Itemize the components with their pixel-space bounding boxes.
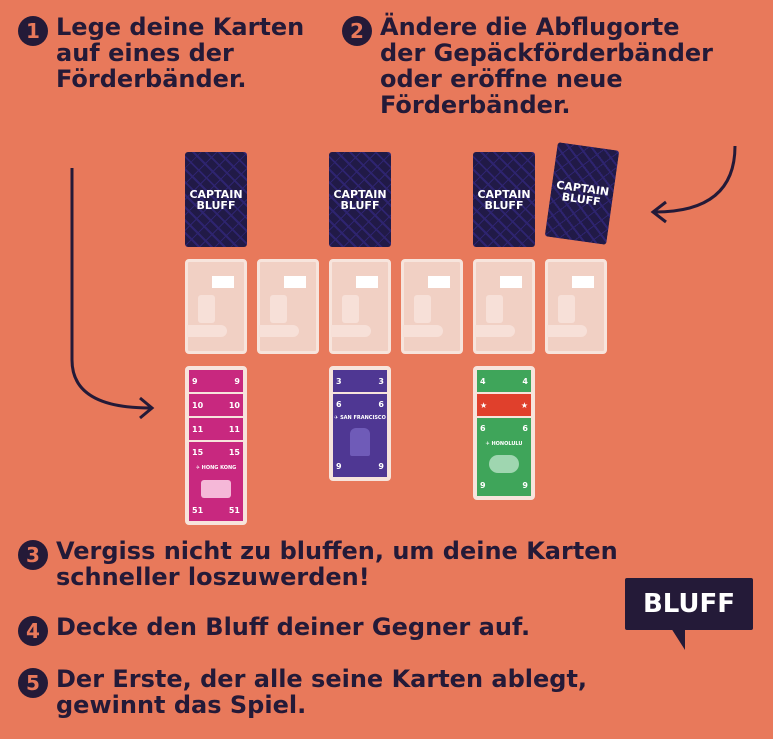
card-logo: CAPTAIN [333, 187, 387, 201]
conveyor-icon [187, 325, 227, 337]
conveyor-card[interactable] [473, 259, 535, 354]
city-label: ✈ SAN FRANCISCO [334, 415, 386, 422]
step-number: 1 [18, 16, 48, 46]
conveyor-card[interactable] [185, 259, 247, 354]
step-1: 1 Lege deine Karten auf eines der Förderb… [18, 14, 304, 92]
plane-sign-icon [428, 276, 450, 288]
conveyor-card[interactable] [545, 259, 607, 354]
plane-sign-icon [212, 276, 234, 288]
suitcase-icon [198, 295, 215, 323]
card-logo: CAPTAIN [189, 187, 243, 201]
step-text: Der Erste, der alle seine Karten ablegt,… [56, 665, 588, 719]
conveyor-icon [331, 325, 371, 337]
suitcase-icon [558, 295, 575, 323]
suitcase-icon [201, 479, 231, 498]
suitcase-icon [270, 295, 287, 323]
bluff-speech-bubble: BLUFF [625, 578, 753, 650]
step-3: 3 Vergiss nicht zu bluffen, um deine Kart… [18, 538, 618, 590]
conveyor-card[interactable] [401, 259, 463, 354]
step-number: 4 [18, 616, 48, 646]
plane-sign-icon [284, 276, 306, 288]
conveyor-icon [259, 325, 299, 337]
conveyor-card[interactable] [257, 259, 319, 354]
card-logo: BLUFF [340, 198, 380, 212]
step-number: 3 [18, 540, 48, 570]
plane-sign-icon [356, 276, 378, 288]
step-text: Decke den Bluff deiner Gegner auf. [56, 613, 531, 641]
city-label: ✈ HONG KONG [195, 465, 237, 472]
conveyor-icon [475, 325, 515, 337]
suitcase-icon [486, 295, 503, 323]
step-2: 2 Ändere die Abflugorte der Gepäckförderb… [342, 14, 713, 118]
backpack-icon [350, 427, 370, 456]
step-number: 2 [342, 16, 372, 46]
plane-sign-icon [500, 276, 522, 288]
plane-sign-icon [572, 276, 594, 288]
step-text: Vergiss nicht zu bluffen, um deine Karte… [56, 537, 618, 591]
step-text: Ändere die Abflugorte der Gepäckförderbä… [380, 13, 713, 119]
card-logo: CAPTAIN [477, 187, 531, 201]
card-logo: BLUFF [484, 198, 524, 212]
duffel-bag-icon [489, 455, 519, 473]
conveyor-icon [403, 325, 443, 337]
conveyor-card[interactable] [329, 259, 391, 354]
city-label: ✈ HONOLULU [485, 441, 523, 447]
suitcase-icon [342, 295, 359, 323]
step-text: Lege deine Karten auf eines der Förderbä… [56, 13, 305, 93]
conveyor-icon [547, 325, 587, 337]
step-5: 5 Der Erste, der alle seine Karten ablegt… [18, 666, 587, 718]
step-number: 5 [18, 668, 48, 698]
card-band-star: ★★ [477, 394, 531, 416]
suitcase-icon [414, 295, 431, 323]
step-4: 4 Decke den Bluff deiner Gegner auf. [18, 614, 530, 646]
card-logo: BLUFF [196, 198, 236, 212]
